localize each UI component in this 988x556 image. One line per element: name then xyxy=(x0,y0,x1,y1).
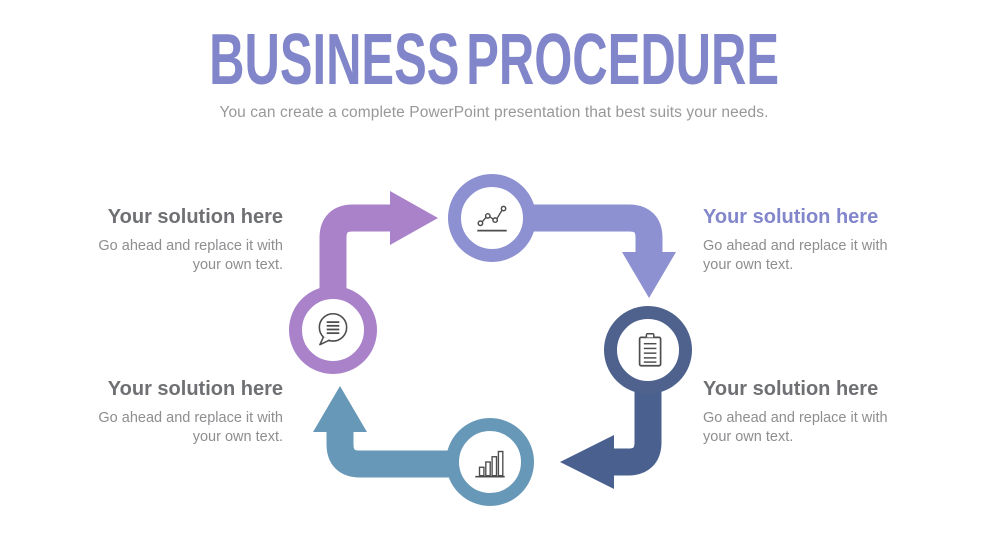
solution-block-top-right: Your solution here Go ahead and replace … xyxy=(703,206,893,276)
bar-chart-icon xyxy=(475,450,505,478)
solution-heading: Your solution here xyxy=(703,206,879,228)
slide-subtitle: You can create a complete PowerPoint pre… xyxy=(219,104,769,121)
clipboard-icon xyxy=(638,332,662,367)
solution-heading: Your solution here xyxy=(107,206,283,228)
slide-title: BUSINESS PROCEDURE xyxy=(209,20,779,100)
slide-header: BUSINESS PROCEDURE You can create a comp… xyxy=(0,0,988,122)
arrow-left-to-top xyxy=(319,191,438,312)
arrow-right-to-bottom xyxy=(560,370,662,489)
step-node-communication xyxy=(289,286,377,374)
arrow-bottom-to-left xyxy=(313,386,478,478)
speech-bubble-icon xyxy=(318,312,348,346)
arrow-top-to-right xyxy=(500,204,676,298)
solution-body: Go ahead and replace it with your own te… xyxy=(98,410,283,446)
step-node-analytics xyxy=(448,174,536,262)
step-node-growth xyxy=(446,418,534,506)
line-chart-icon xyxy=(477,205,507,232)
solution-body: Go ahead and replace it with your own te… xyxy=(703,410,888,446)
solution-block-bottom-left: Your solution here Go ahead and replace … xyxy=(93,378,283,448)
solution-body: Go ahead and replace it with your own te… xyxy=(98,238,283,274)
solution-heading: Your solution here xyxy=(107,378,283,400)
solution-block-bottom-right: Your solution here Go ahead and replace … xyxy=(703,378,893,448)
solution-block-top-left: Your solution here Go ahead and replace … xyxy=(93,206,283,276)
solution-body: Go ahead and replace it with your own te… xyxy=(703,238,888,274)
step-node-checklist xyxy=(604,306,692,394)
solution-heading: Your solution here xyxy=(703,378,879,400)
